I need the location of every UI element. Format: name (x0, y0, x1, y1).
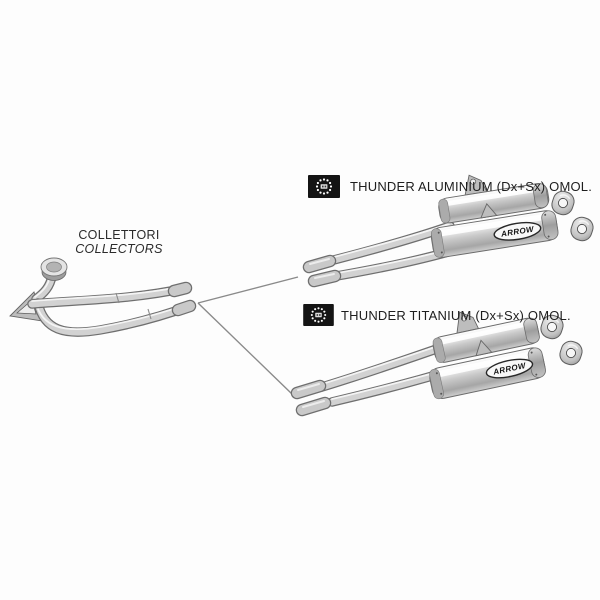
collectors-label: COLLETTORI COLLECTORS (58, 228, 180, 256)
weld-seam (147, 308, 152, 320)
option-titanium-label-row: THUNDER TITANIUM (Dx+Sx) OMOL. (303, 304, 571, 326)
arrow-logo: ARROW (485, 358, 534, 379)
gasket-ring (570, 216, 594, 242)
collector-flange (40, 257, 68, 281)
aluminium-exhaust-drawing: ARROW (302, 174, 559, 288)
option-aluminium-label-row: THUNDER ALUMINIUM (Dx+Sx) OMOL. (308, 175, 592, 198)
gasket-rings-titanium (540, 314, 583, 366)
titanium-exhaust-drawing: ARROW (290, 311, 546, 417)
option-aluminium-label: THUNDER ALUMINIUM (Dx+Sx) OMOL. (350, 179, 593, 194)
weld-seam (115, 292, 120, 304)
gasket-ring (540, 314, 564, 340)
connector-line-to-aluminium (197, 276, 299, 304)
collectors-label-english: COLLECTORS (75, 242, 163, 256)
collectors-label-italian: COLLETTORI (78, 228, 160, 242)
collector-pipe-lower (33, 298, 195, 337)
connector-line-to-titanium (197, 302, 293, 395)
gasket-rings-aluminium (551, 190, 594, 242)
eu-homologation-badge-icon (303, 304, 334, 326)
option-titanium-label: THUNDER TITANIUM (Dx+Sx) OMOL. (341, 307, 571, 323)
arrow-logo: ARROW (493, 221, 542, 241)
eu-homologation-badge-icon (308, 175, 340, 198)
gasket-ring (551, 190, 575, 216)
collectors-drawing (9, 257, 197, 337)
gasket-ring (559, 340, 583, 366)
collector-pipe-upper (27, 283, 191, 309)
